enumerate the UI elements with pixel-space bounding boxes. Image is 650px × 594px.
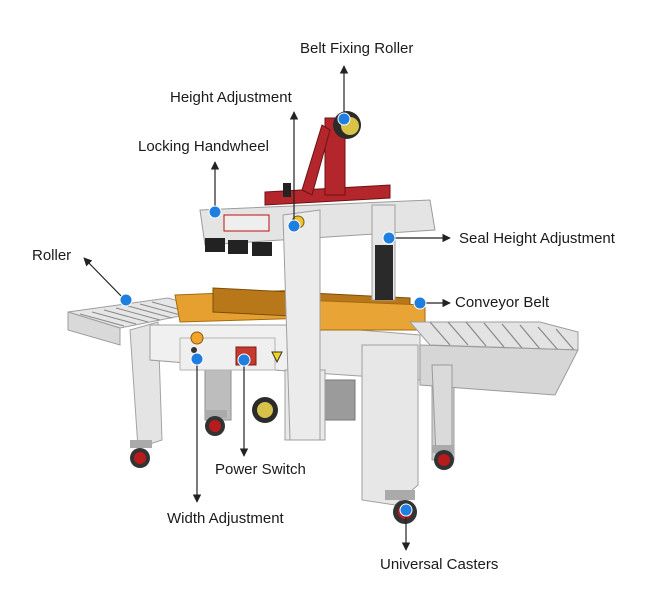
marker-dots — [119, 112, 427, 517]
leader-roller — [83, 257, 126, 301]
label-locking-handwheel: Locking Handwheel — [138, 138, 269, 155]
label-conveyor-belt: Conveyor Belt — [455, 294, 550, 311]
label-power-switch: Power Switch — [215, 461, 306, 478]
marker-power-switch — [237, 353, 251, 367]
label-seal-height-adjustment: Seal Height Adjustment — [459, 230, 615, 247]
label-roller: Roller — [32, 247, 72, 264]
left-roller-conveyor — [67, 297, 211, 449]
label-belt-fixing-roller: Belt Fixing Roller — [300, 40, 414, 57]
leader-lines — [83, 65, 451, 551]
label-width-adjustment: Width Adjustment — [167, 510, 284, 527]
marker-universal-casters — [399, 503, 413, 517]
marker-height-adjustment — [287, 219, 301, 233]
marker-seal-height-adjustment — [382, 231, 396, 245]
label-universal-casters: Universal Casters — [380, 556, 499, 573]
marker-locking-handwheel — [208, 205, 222, 219]
label-height-adjustment: Height Adjustment — [170, 89, 292, 106]
marker-width-adjustment — [190, 352, 204, 366]
main-body — [149, 324, 421, 506]
marker-conveyor-belt — [413, 296, 427, 310]
right-roller-conveyor — [408, 321, 579, 456]
upper-head — [199, 111, 436, 441]
marker-belt-fixing-roller — [337, 112, 351, 126]
marker-roller — [119, 293, 133, 307]
